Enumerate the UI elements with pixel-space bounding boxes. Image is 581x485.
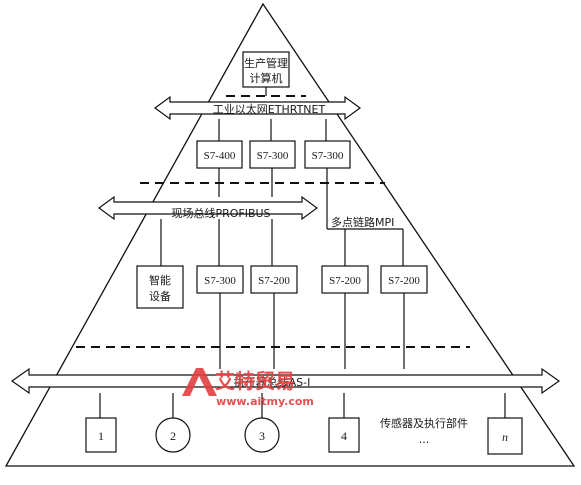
controller-s7-300-b: S7-300 (304, 140, 351, 169)
field-s7-200-b-label: S7-200 (329, 275, 361, 287)
watermark-brand: 艾特贸易 (215, 369, 295, 393)
production-computer-label-line1: 生产管理 (244, 56, 288, 70)
aitmy-watermark: 艾特贸易 www.aitmy.com (182, 368, 314, 408)
asi-bus-label: 执行器总线AS-I (234, 375, 311, 389)
field-s7-200-c-box: S7-200 (380, 265, 428, 294)
node-1-square: 1 (85, 417, 117, 453)
field-s7-200-a-label: S7-200 (258, 275, 290, 287)
smart-device-label-line2: 设备 (149, 289, 171, 303)
ethernet-bus-label: 工业以太网ETHRTNET (213, 103, 326, 116)
node-2-label: 2 (170, 429, 176, 443)
mpi-label: 多点链路MPI (331, 215, 394, 229)
field-s7-200-a-box: S7-200 (250, 265, 298, 294)
watermark-url: www.aitmy.com (216, 395, 314, 408)
controller-s7-300-a-label: S7-300 (257, 150, 289, 162)
node-2-circle: 2 (155, 417, 191, 453)
node-4-square: 4 (328, 417, 360, 453)
node-4-label: 4 (341, 429, 347, 443)
field-s7-200-b-box: S7-200 (321, 265, 369, 294)
production-computer-box: 生产管理 计算机 (242, 51, 290, 88)
node-n-label: n (502, 430, 508, 444)
controller-s7-300-a: S7-300 (249, 140, 296, 169)
watermark-logo-a (182, 368, 217, 396)
node-n-square: n (487, 417, 523, 455)
sensors-actuators-label: 传感器及执行部件 (380, 416, 468, 430)
controller-s7-300-b-label: S7-300 (312, 150, 344, 162)
field-s7-200-c-label: S7-200 (388, 275, 420, 287)
field-s7-300-box: S7-300 (196, 265, 244, 294)
smart-device-label-line1: 智能 (149, 273, 171, 287)
production-computer-label-line2: 计算机 (250, 71, 283, 85)
controller-s7-400-label: S7-400 (204, 150, 236, 162)
controller-s7-400: S7-400 (196, 140, 243, 169)
node-3-label: 3 (259, 429, 265, 443)
ellipsis-label: ... (419, 433, 430, 446)
profibus-bus-label: 现场总线PROFIBUS (171, 206, 270, 220)
asi-bus-arrow (10, 367, 561, 395)
profibus-bus-arrow (97, 195, 319, 221)
pyramid-outline (4, 2, 576, 467)
ethernet-bus-arrow (153, 95, 362, 121)
node-1-label: 1 (98, 429, 104, 443)
smart-device-box: 智能 设备 (136, 265, 184, 309)
field-s7-300-label: S7-300 (204, 275, 236, 287)
node-3-circle: 3 (244, 417, 280, 453)
